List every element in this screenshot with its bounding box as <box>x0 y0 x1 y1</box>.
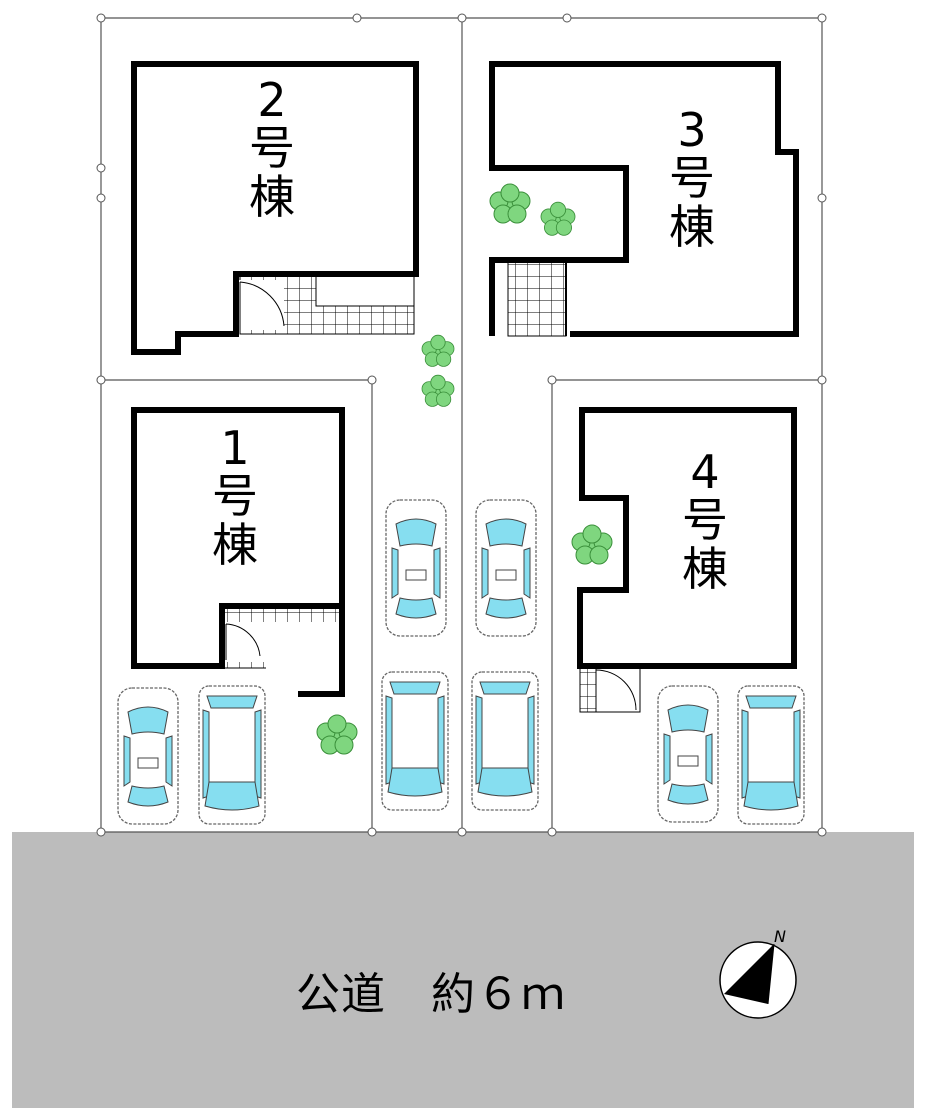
building-4-go: 号 <box>682 493 728 548</box>
building-1-plan <box>131 407 345 697</box>
building-2-number: 2 <box>257 73 287 127</box>
building-2-tou: 棟 <box>249 169 295 224</box>
trees <box>316 183 613 755</box>
building-1-number: 1 <box>220 421 250 475</box>
boundary-markers <box>96 13 827 837</box>
compass-icon <box>719 941 797 1019</box>
building-1-tou: 棟 <box>212 517 258 572</box>
building-1-go: 号 <box>212 469 258 524</box>
building-1-label: 1 号 棟 <box>199 424 271 569</box>
building-2-go: 号 <box>249 121 295 176</box>
road-label: 公道 約６ｍ <box>296 969 566 1020</box>
building-3-tou: 棟 <box>669 199 715 254</box>
building-4-tou: 棟 <box>682 541 728 596</box>
building-4-label: 4 号 棟 <box>669 448 741 593</box>
compass-north-label: N <box>774 927 786 946</box>
building-4-plan <box>577 407 797 713</box>
building-3-go: 号 <box>669 151 715 206</box>
building-3-number: 3 <box>677 103 707 157</box>
building-4-number: 4 <box>690 445 720 499</box>
building-3-label: 3 号 棟 <box>656 106 728 251</box>
building-2-plan <box>131 61 419 355</box>
building-2-label: 2 号 棟 <box>236 76 308 221</box>
building-3-plan <box>489 61 799 337</box>
